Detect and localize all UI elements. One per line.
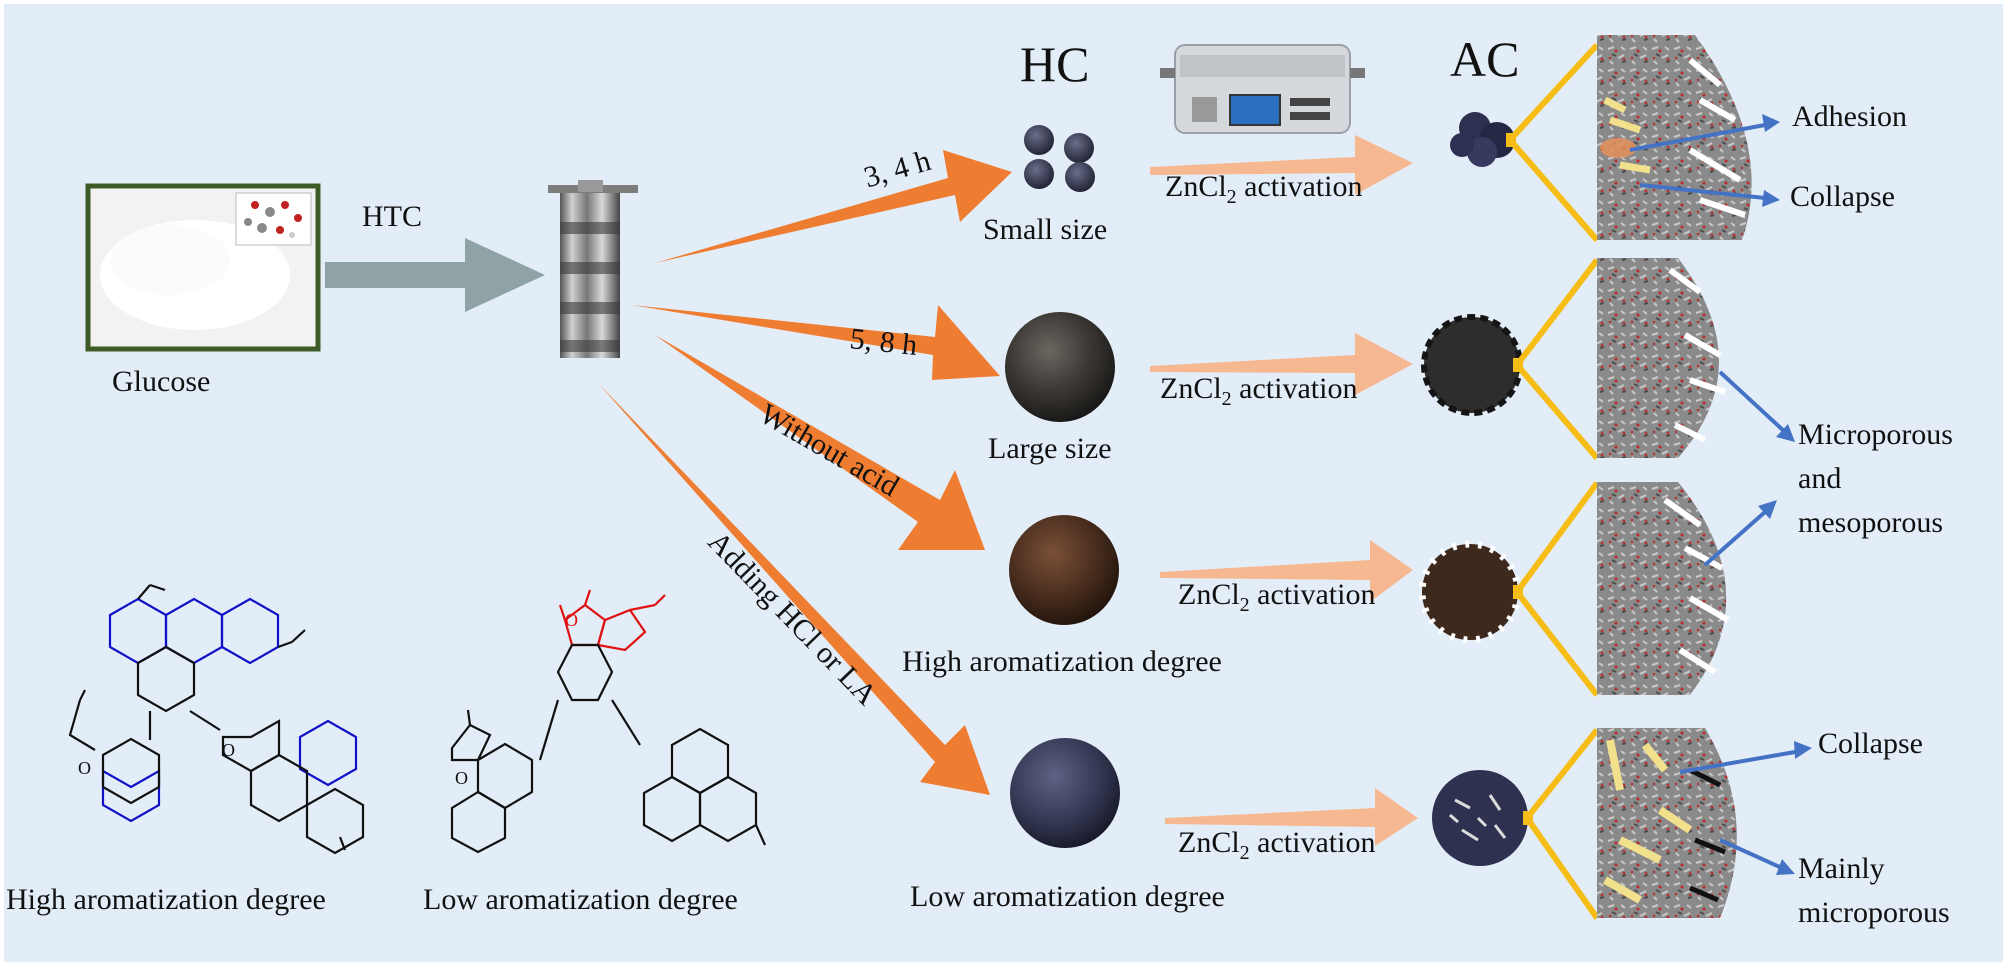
activation-label-3: ZnCl2 activation	[1178, 578, 1376, 616]
oxygen-atom-label: O	[78, 758, 91, 778]
high-arom-structure-label: High aromatization degree	[6, 883, 326, 916]
adhesion-label: Adhesion	[1792, 100, 1907, 133]
mainly-label: Mainly	[1798, 852, 1885, 885]
route-arrow-4	[598, 383, 990, 795]
microporous-label: Microporous	[1798, 418, 1953, 451]
navy-hc-sphere	[1010, 738, 1120, 848]
oxygen-atom-label: O	[565, 610, 578, 630]
tube-furnace-icon	[1160, 44, 1365, 134]
hc-title: HC	[1020, 36, 1090, 92]
large-size-label: Large size	[988, 432, 1112, 465]
htc-label: HTC	[362, 200, 422, 233]
zoom-anchors	[1506, 133, 1533, 825]
high-arom-product-label: High aromatization degree	[902, 645, 1222, 678]
collapse-label-bottom: Collapse	[1818, 727, 1923, 760]
activation-label-1: ZnCl2 activation	[1165, 170, 1363, 208]
mesoporous-label: mesoporous	[1798, 506, 1943, 539]
high-aromatization-structure	[68, 583, 365, 855]
activation-arrow-4	[1165, 788, 1418, 846]
activation-arrow-2	[1150, 333, 1413, 395]
oxygen-atom-label: O	[222, 740, 235, 760]
ac-sphere-4	[1432, 770, 1528, 866]
glucose-label: Glucose	[112, 365, 211, 398]
ac-sphere-3	[1418, 540, 1522, 644]
oxygen-atom-label: O	[455, 768, 468, 788]
ac-cluster-1	[1450, 112, 1515, 167]
route-arrow-2	[632, 305, 1000, 380]
callout-arrows	[1629, 114, 1812, 875]
collapse-label-top: Collapse	[1790, 180, 1895, 213]
ac-sphere-2	[1421, 314, 1523, 416]
large-hc-sphere	[1005, 312, 1115, 422]
low-arom-product-label: Low aromatization degree	[910, 880, 1225, 913]
activation-label-4: ZnCl2 activation	[1178, 826, 1376, 864]
zoom-panel-1	[1597, 35, 1752, 240]
small-hc-particles	[1024, 125, 1095, 192]
zoom-lines	[1505, 42, 1600, 920]
low-arom-structure-label: Low aromatization degree	[423, 883, 738, 916]
and-label: and	[1798, 462, 1842, 495]
brown-hc-sphere	[1009, 515, 1119, 625]
zoom-panel-4	[1597, 728, 1737, 918]
activation-arrow-1	[1150, 135, 1413, 195]
mainly-microporous-label: microporous	[1798, 896, 1950, 929]
htc-arrow	[325, 238, 545, 312]
route-label-2: 5, 8 h	[848, 322, 919, 362]
zoom-panel-3	[1597, 482, 1730, 695]
zoom-panel-2	[1597, 258, 1726, 458]
route-arrow-3	[655, 335, 985, 550]
route-arrow-1	[655, 150, 1012, 263]
low-aromatization-structure	[450, 589, 767, 854]
molecule-ball-icon	[244, 201, 302, 238]
activation-arrow-3	[1160, 540, 1413, 602]
ac-title: AC	[1450, 31, 1520, 87]
autoclave-reactor-icon	[548, 180, 638, 358]
small-size-label: Small size	[983, 213, 1108, 246]
activation-label-2: ZnCl2 activation	[1160, 372, 1358, 410]
